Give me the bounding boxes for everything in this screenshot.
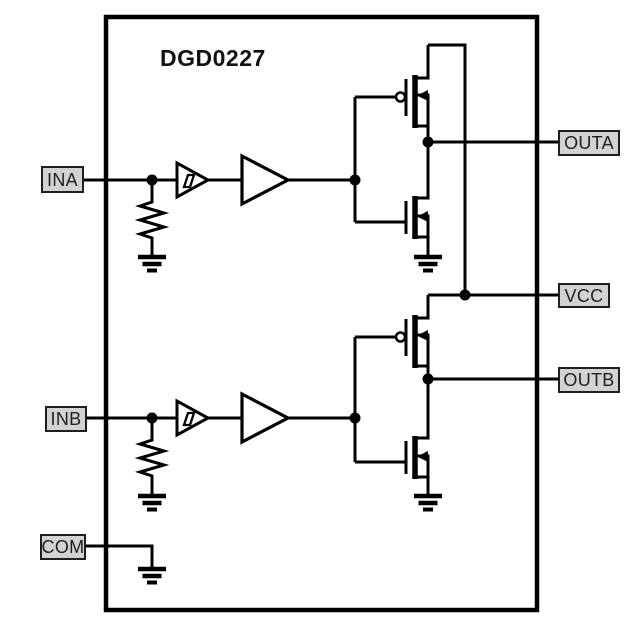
pin-label-outa: OUTA: [558, 130, 620, 156]
chip-outline: [103, 14, 540, 613]
pulldown-resistor-b: [134, 418, 170, 510]
nmos-a-drain-lead: [415, 142, 430, 200]
junction-dot: [146, 412, 158, 424]
driver-buffer-b-icon: [240, 391, 292, 445]
earth-ground-icon: [138, 257, 166, 271]
junction-dot: [349, 412, 361, 424]
pin-label-ina: INA: [41, 166, 84, 193]
com-wire: [86, 544, 154, 570]
channel-a: [84, 45, 558, 271]
pmos-gate-bubble-icon: [394, 331, 407, 343]
nmos-b-source-lead: [415, 475, 430, 497]
junction-dot: [422, 373, 434, 385]
driver-buffer-a-icon: [240, 153, 292, 207]
nmos-a-arrow-icon: [417, 211, 428, 222]
nmos-a-source-lead: [415, 235, 430, 258]
chip-title: DGD0227: [160, 45, 266, 71]
channel-b: [87, 295, 558, 510]
earth-ground-icon: [138, 496, 166, 510]
earth-ground-icon: [138, 569, 166, 583]
earth-ground-icon: [414, 496, 442, 510]
pmos-a-arrow-icon: [417, 90, 428, 101]
pin-label-com: COM: [40, 534, 86, 560]
nmos-b-drain-lead: [415, 379, 430, 440]
junction-dot: [422, 136, 434, 148]
vcc-rail-wire: [428, 43, 467, 295]
nmos-a: [355, 142, 442, 271]
schmitt-trigger-b: [175, 398, 212, 438]
nmos-b-arrow-icon: [417, 451, 428, 462]
junction-dot: [459, 289, 471, 301]
vcc-net: [428, 43, 558, 297]
pmos-b-source-lead: [415, 295, 430, 320]
pmos-gate-bubble-icon: [394, 91, 407, 103]
earth-ground-icon: [414, 257, 442, 271]
pulldown-resistor-a: [134, 180, 170, 271]
schmitt-trigger-a: [175, 160, 212, 200]
junction-dot: [146, 174, 158, 186]
pmos-b: [355, 295, 430, 379]
nmos-b: [355, 379, 442, 510]
pin-label-outb: OUTB: [558, 367, 620, 393]
pin-label-inb: INB: [45, 406, 87, 432]
junction-dots: [146, 136, 471, 424]
pmos-a: [355, 45, 430, 142]
resistor-zigzag-icon: [134, 418, 170, 497]
junction-dot: [349, 174, 361, 186]
resistor-zigzag-icon: [134, 180, 170, 258]
pin-label-vcc: VCC: [558, 283, 610, 308]
pmos-b-arrow-icon: [417, 330, 428, 341]
pmos-a-source-lead: [415, 45, 430, 80]
com-net: [86, 544, 166, 583]
